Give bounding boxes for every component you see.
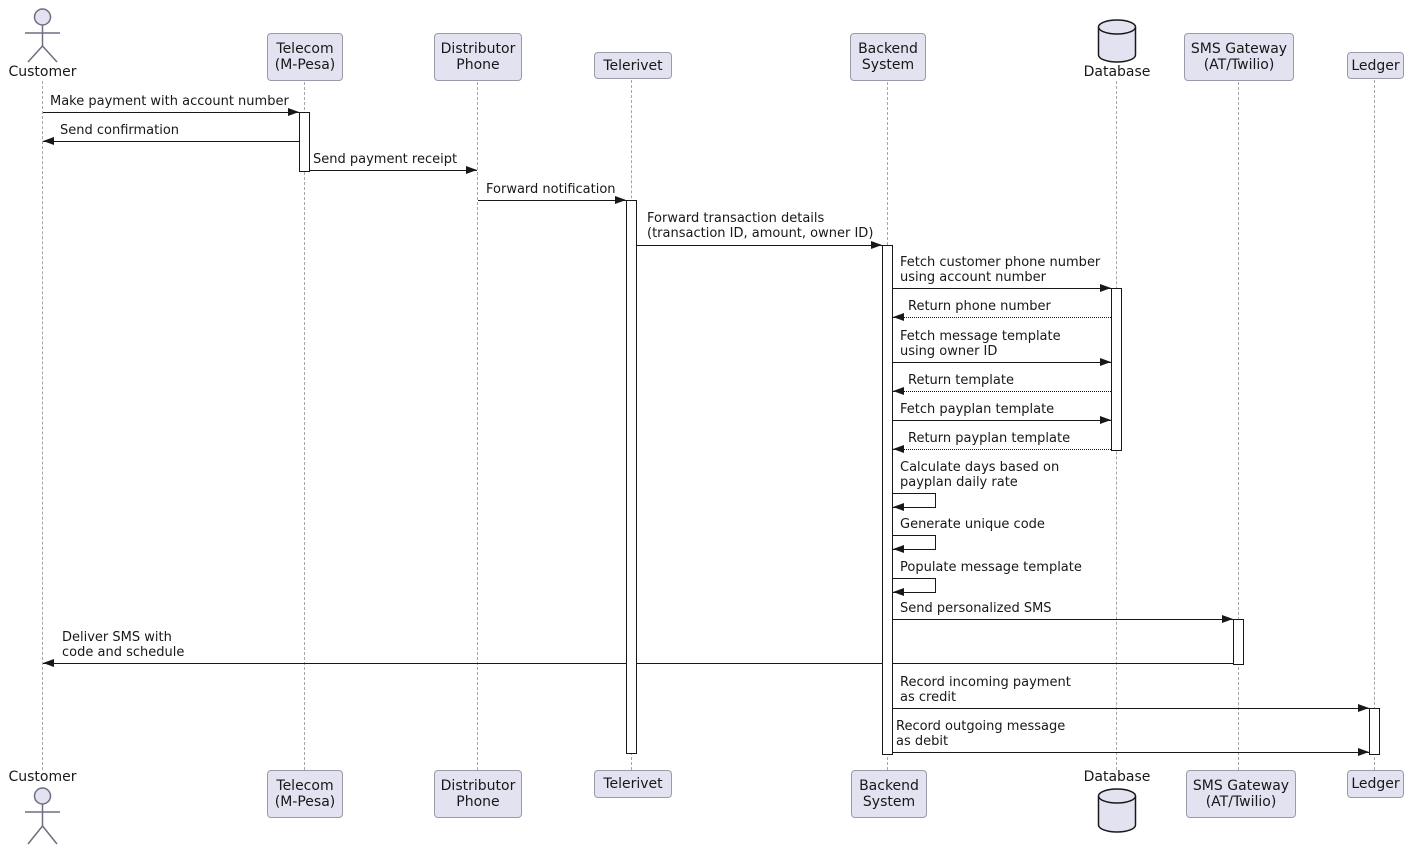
actor-icon: [25, 8, 60, 63]
self-message-loop: [893, 578, 936, 593]
arrow-left-icon: [893, 313, 904, 321]
actor-icon: [25, 787, 60, 845]
participant-box-telecom: Telecom (M-Pesa): [267, 770, 343, 818]
participant-box-telerivet: Telerivet: [594, 52, 672, 79]
message-line: [893, 362, 1111, 363]
arrow-left-icon: [43, 659, 54, 667]
message-label: Fetch customer phone number using accoun…: [900, 255, 1101, 285]
message-label: Send payment receipt: [313, 152, 458, 167]
participant-box-ledger: Ledger: [1347, 52, 1404, 79]
arrow-left-icon: [893, 545, 904, 553]
message-line: [310, 170, 477, 171]
message-label: Calculate days based on payplan daily ra…: [900, 460, 1060, 490]
self-message-loop: [893, 493, 936, 508]
message-line: [43, 112, 299, 113]
participant-box-backend-system: Backend System: [850, 33, 926, 81]
message-label: Record outgoing message as debit: [896, 719, 1066, 749]
message-label: Deliver SMS with code and schedule: [62, 630, 185, 660]
message-line-dashed: [893, 449, 1111, 450]
message-label: Populate message template: [900, 560, 1082, 575]
message-line-dashed: [893, 391, 1111, 392]
message-label: Forward notification: [486, 182, 616, 197]
activation-sms-gateway: [1233, 619, 1244, 665]
activation-telerivet: [626, 200, 637, 754]
message-label: Fetch payplan template: [900, 402, 1055, 417]
message-line: [893, 708, 1369, 709]
participant-box-distributor-phone: Distributor Phone: [434, 33, 522, 81]
lifeline-telecom: [304, 82, 305, 770]
arrow-right-icon: [1100, 284, 1111, 292]
activation-ledger: [1369, 708, 1380, 755]
participant-label-database: Database: [1083, 769, 1151, 785]
message-label: Forward transaction details (transaction…: [647, 211, 874, 241]
arrow-right-icon: [1358, 704, 1369, 712]
activation-telecom: [299, 112, 310, 172]
arrow-right-icon: [466, 166, 477, 174]
participant-label-database: Database: [1083, 64, 1151, 80]
message-line: [893, 752, 1369, 753]
database-icon: [1097, 19, 1137, 63]
participant-box-telerivet: Telerivet: [594, 770, 672, 798]
arrow-left-icon: [43, 137, 54, 145]
message-label: Generate unique code: [900, 517, 1045, 532]
arrow-left-icon: [893, 387, 904, 395]
lifeline-customer: [42, 81, 43, 770]
message-label: Send personalized SMS: [900, 601, 1052, 616]
message-line: [893, 420, 1111, 421]
participant-box-telecom: Telecom (M-Pesa): [267, 33, 343, 81]
message-label: Record incoming payment as credit: [900, 675, 1071, 705]
lifeline-distributor-phone: [477, 82, 478, 770]
message-label: Return payplan template: [908, 431, 1071, 446]
message-line: [893, 619, 1233, 620]
arrow-left-icon: [893, 588, 904, 596]
activation-backend: [882, 245, 893, 755]
message-line-dashed: [893, 317, 1111, 318]
arrow-left-icon: [893, 445, 904, 453]
participant-box-sms-gateway: SMS Gateway (AT/Twilio): [1184, 33, 1294, 81]
activation-database: [1111, 288, 1122, 451]
self-message-loop: [893, 535, 936, 550]
arrow-right-icon: [1100, 358, 1111, 366]
message-label: Return template: [908, 373, 1014, 388]
participant-box-backend-system: Backend System: [851, 770, 927, 818]
participant-label-customer: Customer: [8, 769, 77, 785]
arrow-right-icon: [288, 108, 299, 116]
message-line: [893, 288, 1111, 289]
participant-label-customer: Customer: [8, 64, 77, 80]
participant-box-sms-gateway: SMS Gateway (AT/Twilio): [1186, 770, 1296, 818]
message-label: Send confirmation: [60, 123, 180, 138]
message-label: Fetch message template using owner ID: [900, 329, 1061, 359]
message-line: [637, 245, 882, 246]
participant-box-ledger: Ledger: [1347, 770, 1404, 798]
arrow-right-icon: [1358, 748, 1369, 756]
database-icon: [1097, 788, 1137, 833]
arrow-right-icon: [1222, 615, 1233, 623]
message-label: Return phone number: [908, 299, 1051, 314]
arrow-right-icon: [871, 241, 882, 249]
message-line: [478, 200, 626, 201]
message-line: [43, 663, 1233, 664]
arrow-right-icon: [615, 196, 626, 204]
lifeline-sms-gateway: [1238, 82, 1239, 770]
arrow-right-icon: [1100, 416, 1111, 424]
message-line: [43, 141, 299, 142]
message-label: Make payment with account number: [50, 94, 289, 109]
arrow-left-icon: [893, 503, 904, 511]
participant-box-distributor-phone: Distributor Phone: [434, 770, 522, 818]
lifeline-ledger: [1374, 80, 1375, 770]
